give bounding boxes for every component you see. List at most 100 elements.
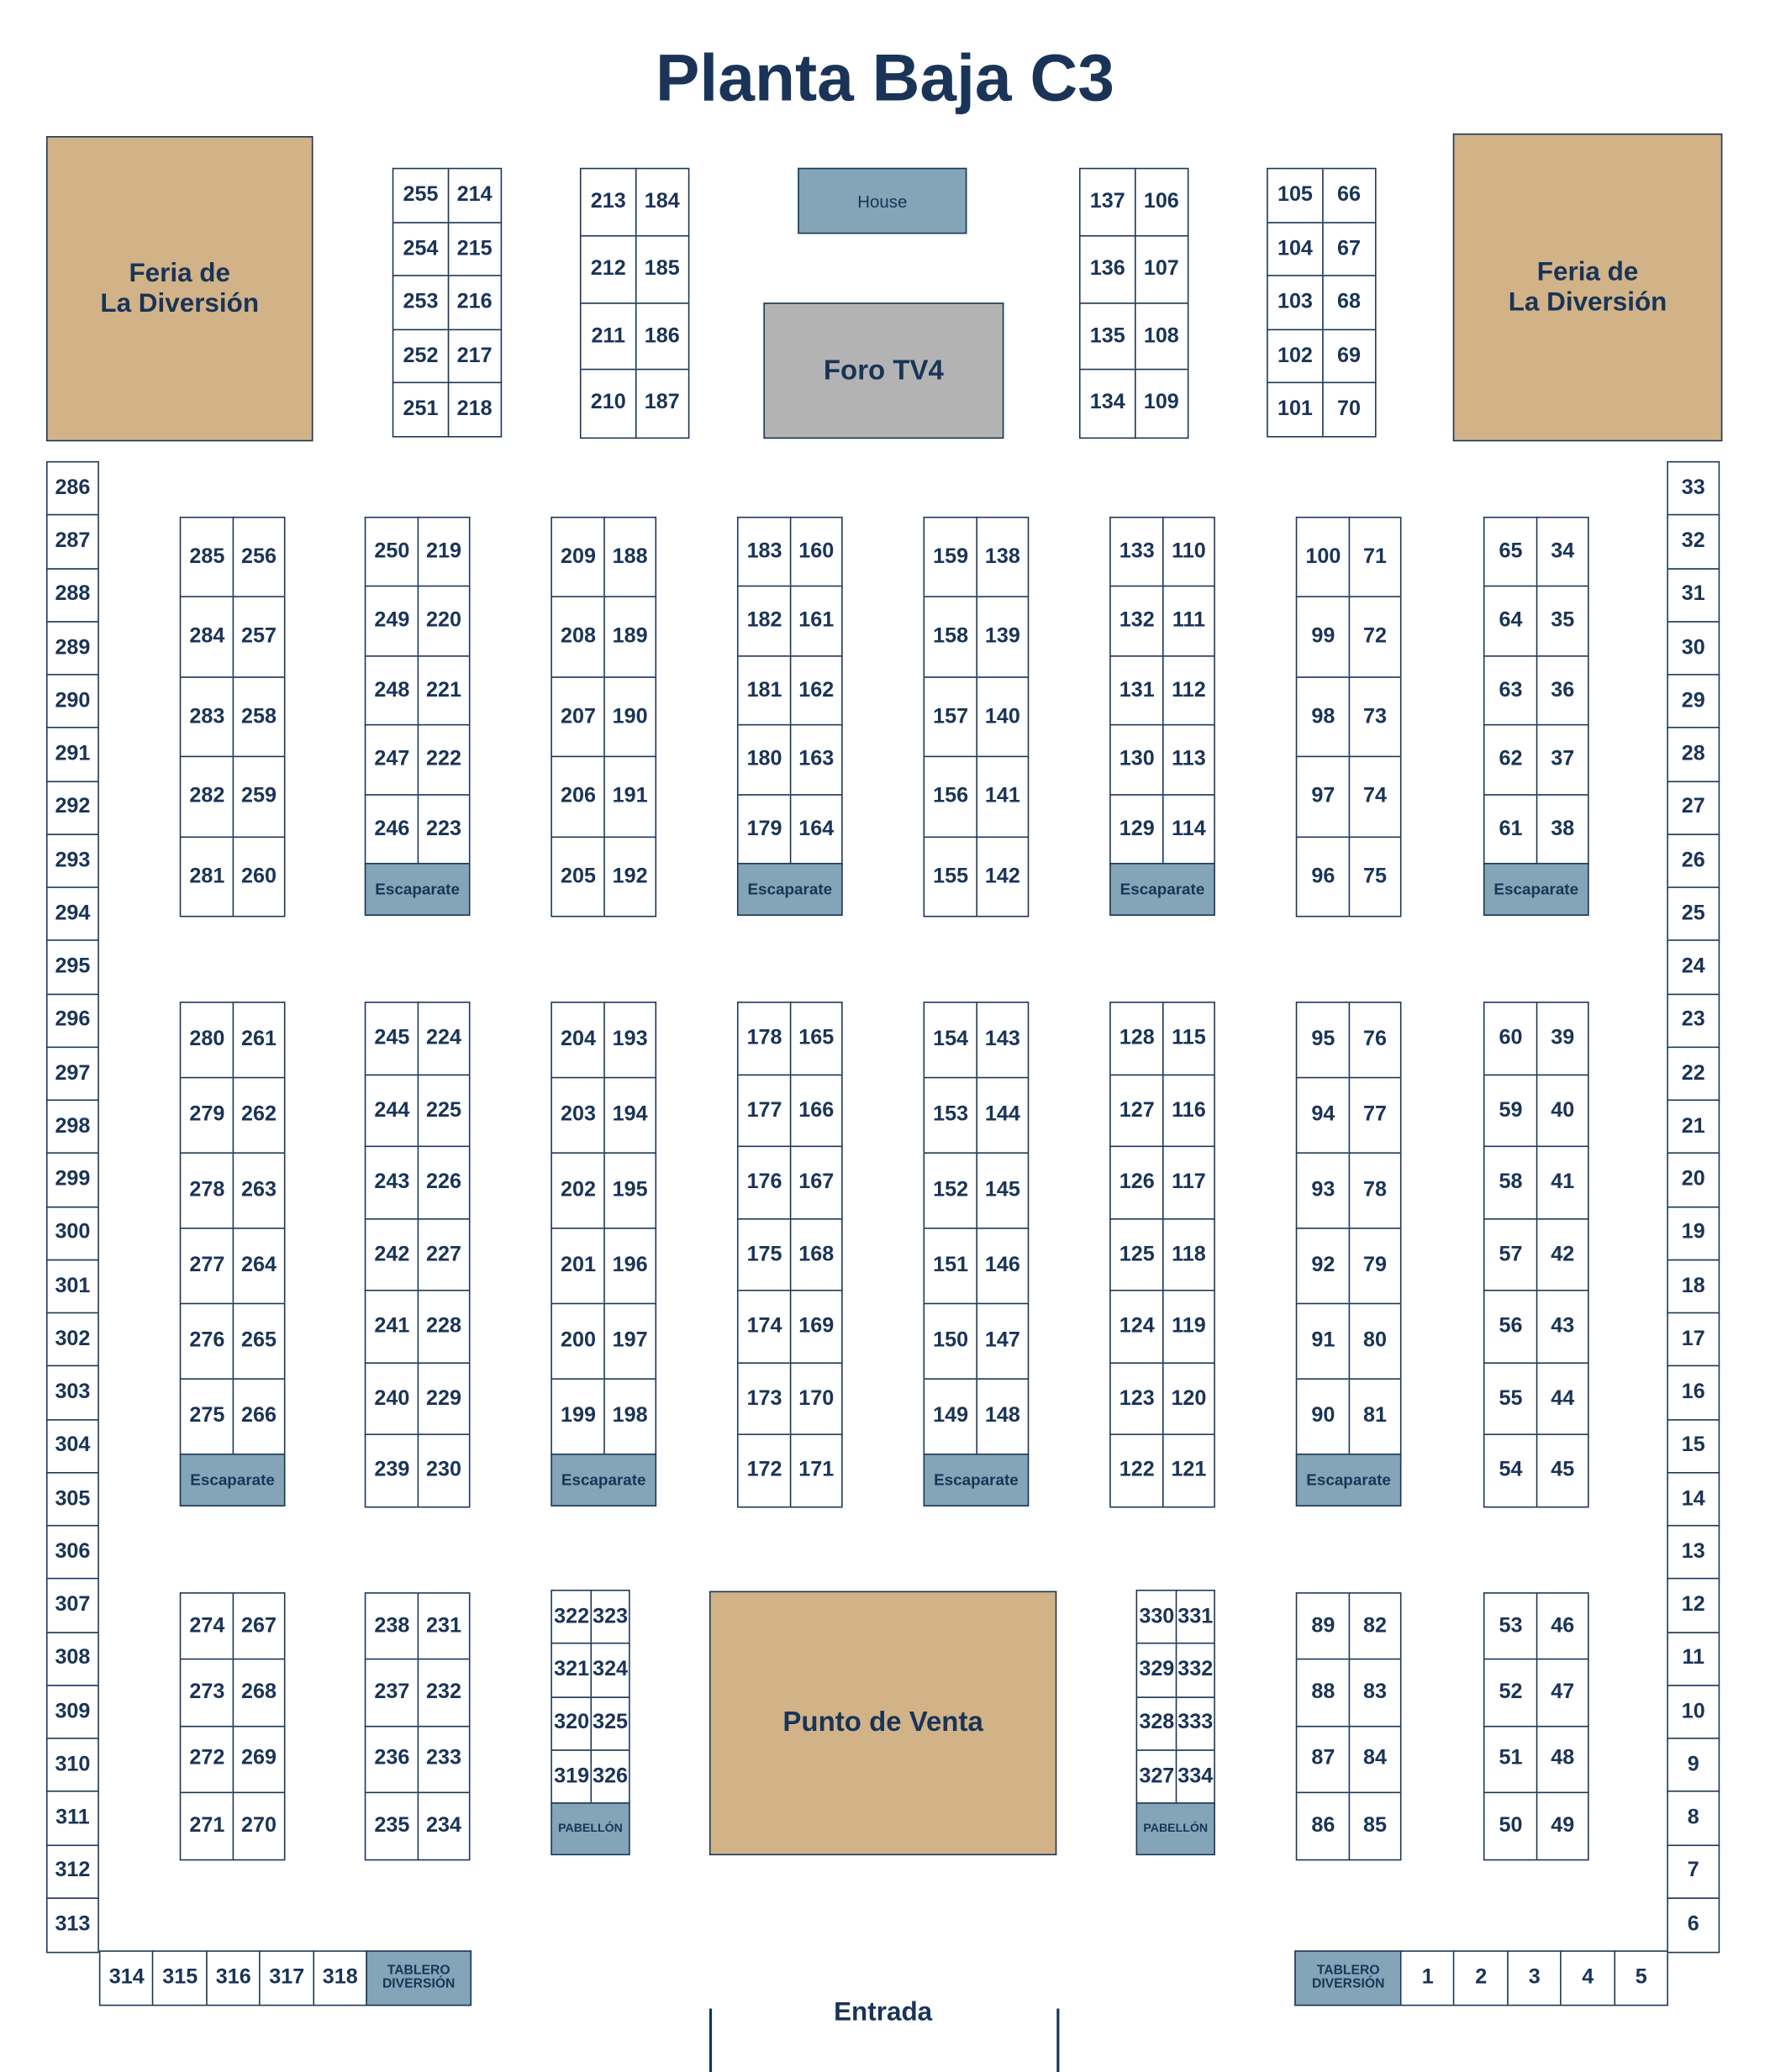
booth-4[interactable]: 4 (1560, 1950, 1616, 2006)
booth-39[interactable]: 39 (1536, 1002, 1589, 1076)
booth-166[interactable]: 166 (789, 1073, 843, 1149)
escaparate-area[interactable]: Escaparate (364, 862, 471, 916)
booth-67[interactable]: 67 (1321, 221, 1377, 277)
booth-146[interactable]: 146 (976, 1228, 1030, 1306)
booth-80[interactable]: 80 (1348, 1302, 1402, 1380)
booth-290[interactable]: 290 (46, 674, 99, 729)
booth-227[interactable]: 227 (417, 1217, 471, 1292)
booth-25[interactable]: 25 (1667, 886, 1720, 942)
booth-34[interactable]: 34 (1536, 516, 1589, 588)
booth-182[interactable]: 182 (736, 586, 793, 658)
booth-27[interactable]: 27 (1667, 780, 1720, 836)
booth-326[interactable]: 326 (590, 1749, 630, 1805)
booth-86[interactable]: 86 (1295, 1791, 1351, 1860)
booth-100[interactable]: 100 (1295, 516, 1351, 599)
booth-322[interactable]: 322 (550, 1589, 593, 1645)
booth-85[interactable]: 85 (1348, 1791, 1402, 1860)
booth-94[interactable]: 94 (1295, 1076, 1351, 1154)
booth-231[interactable]: 231 (417, 1592, 471, 1661)
booth-306[interactable]: 306 (46, 1524, 99, 1580)
booth-223[interactable]: 223 (417, 793, 471, 865)
booth-137[interactable]: 137 (1078, 167, 1136, 237)
booth-332[interactable]: 332 (1175, 1643, 1215, 1698)
booth-285[interactable]: 285 (179, 516, 234, 599)
booth-304[interactable]: 304 (46, 1418, 99, 1474)
booth-257[interactable]: 257 (232, 596, 286, 679)
booth-314[interactable]: 314 (98, 1950, 155, 2006)
feria-diversion-left[interactable]: Feria de La Diversión (46, 135, 313, 442)
booth-131[interactable]: 131 (1109, 655, 1165, 727)
booth-334[interactable]: 334 (1175, 1749, 1215, 1805)
booth-13[interactable]: 13 (1667, 1524, 1720, 1580)
booth-109[interactable]: 109 (1134, 369, 1189, 439)
booth-36[interactable]: 36 (1536, 655, 1589, 727)
booth-236[interactable]: 236 (364, 1725, 419, 1794)
booth-186[interactable]: 186 (635, 302, 690, 371)
booth-189[interactable]: 189 (603, 596, 657, 679)
booth-242[interactable]: 242 (364, 1217, 419, 1292)
booth-209[interactable]: 209 (550, 516, 606, 599)
booth-221[interactable]: 221 (417, 655, 471, 727)
booth-33[interactable]: 33 (1667, 460, 1720, 517)
booth-55[interactable]: 55 (1483, 1362, 1539, 1437)
booth-69[interactable]: 69 (1321, 329, 1377, 385)
booth-178[interactable]: 178 (736, 1002, 793, 1076)
booth-215[interactable]: 215 (446, 221, 503, 277)
booth-93[interactable]: 93 (1295, 1152, 1351, 1230)
booth-24[interactable]: 24 (1667, 939, 1720, 996)
booth-35[interactable]: 35 (1536, 586, 1589, 658)
booth-2[interactable]: 2 (1453, 1950, 1509, 2006)
booth-286[interactable]: 286 (46, 460, 99, 517)
booth-7[interactable]: 7 (1667, 1843, 1720, 1900)
booth-331[interactable]: 331 (1175, 1589, 1215, 1645)
booth-115[interactable]: 115 (1162, 1002, 1215, 1076)
booth-281[interactable]: 281 (179, 835, 234, 918)
booth-136[interactable]: 136 (1078, 234, 1136, 304)
booth-183[interactable]: 183 (736, 516, 793, 588)
booth-275[interactable]: 275 (179, 1378, 234, 1456)
booth-198[interactable]: 198 (603, 1378, 657, 1456)
booth-58[interactable]: 58 (1483, 1145, 1539, 1220)
booth-71[interactable]: 71 (1348, 516, 1402, 599)
booth-22[interactable]: 22 (1667, 1046, 1720, 1102)
booth-28[interactable]: 28 (1667, 727, 1720, 783)
booth-174[interactable]: 174 (736, 1290, 793, 1365)
escaparate-area[interactable]: Escaparate (550, 1453, 657, 1507)
booth-288[interactable]: 288 (46, 567, 99, 623)
pabellon-area[interactable]: PABELLÓN (1135, 1802, 1215, 1856)
booth-70[interactable]: 70 (1321, 382, 1377, 439)
booth-127[interactable]: 127 (1109, 1073, 1165, 1149)
booth-167[interactable]: 167 (789, 1145, 843, 1220)
booth-173[interactable]: 173 (736, 1362, 793, 1437)
booth-269[interactable]: 269 (232, 1725, 286, 1794)
booth-277[interactable]: 277 (179, 1228, 234, 1306)
booth-307[interactable]: 307 (46, 1578, 99, 1633)
booth-330[interactable]: 330 (1135, 1589, 1178, 1645)
booth-208[interactable]: 208 (550, 596, 606, 679)
booth-284[interactable]: 284 (179, 596, 234, 679)
booth-240[interactable]: 240 (364, 1362, 419, 1437)
booth-15[interactable]: 15 (1667, 1418, 1720, 1474)
booth-237[interactable]: 237 (364, 1659, 419, 1728)
escaparate-area[interactable]: Escaparate (736, 862, 843, 916)
booth-45[interactable]: 45 (1536, 1434, 1589, 1509)
booth-190[interactable]: 190 (603, 676, 657, 759)
booth-320[interactable]: 320 (550, 1696, 593, 1752)
booth-148[interactable]: 148 (976, 1378, 1030, 1456)
booth-57[interactable]: 57 (1483, 1217, 1539, 1292)
booth-329[interactable]: 329 (1135, 1643, 1178, 1698)
booth-255[interactable]: 255 (392, 167, 450, 224)
booth-125[interactable]: 125 (1109, 1217, 1165, 1292)
booth-217[interactable]: 217 (446, 329, 503, 385)
booth-225[interactable]: 225 (417, 1073, 471, 1149)
booth-278[interactable]: 278 (179, 1152, 234, 1230)
booth-143[interactable]: 143 (976, 1002, 1030, 1080)
booth-153[interactable]: 153 (923, 1076, 978, 1154)
booth-252[interactable]: 252 (392, 329, 450, 385)
booth-47[interactable]: 47 (1536, 1659, 1589, 1728)
booth-302[interactable]: 302 (46, 1312, 99, 1368)
booth-59[interactable]: 59 (1483, 1073, 1539, 1149)
booth-276[interactable]: 276 (179, 1302, 234, 1380)
booth-333[interactable]: 333 (1175, 1696, 1215, 1752)
booth-139[interactable]: 139 (976, 596, 1030, 679)
